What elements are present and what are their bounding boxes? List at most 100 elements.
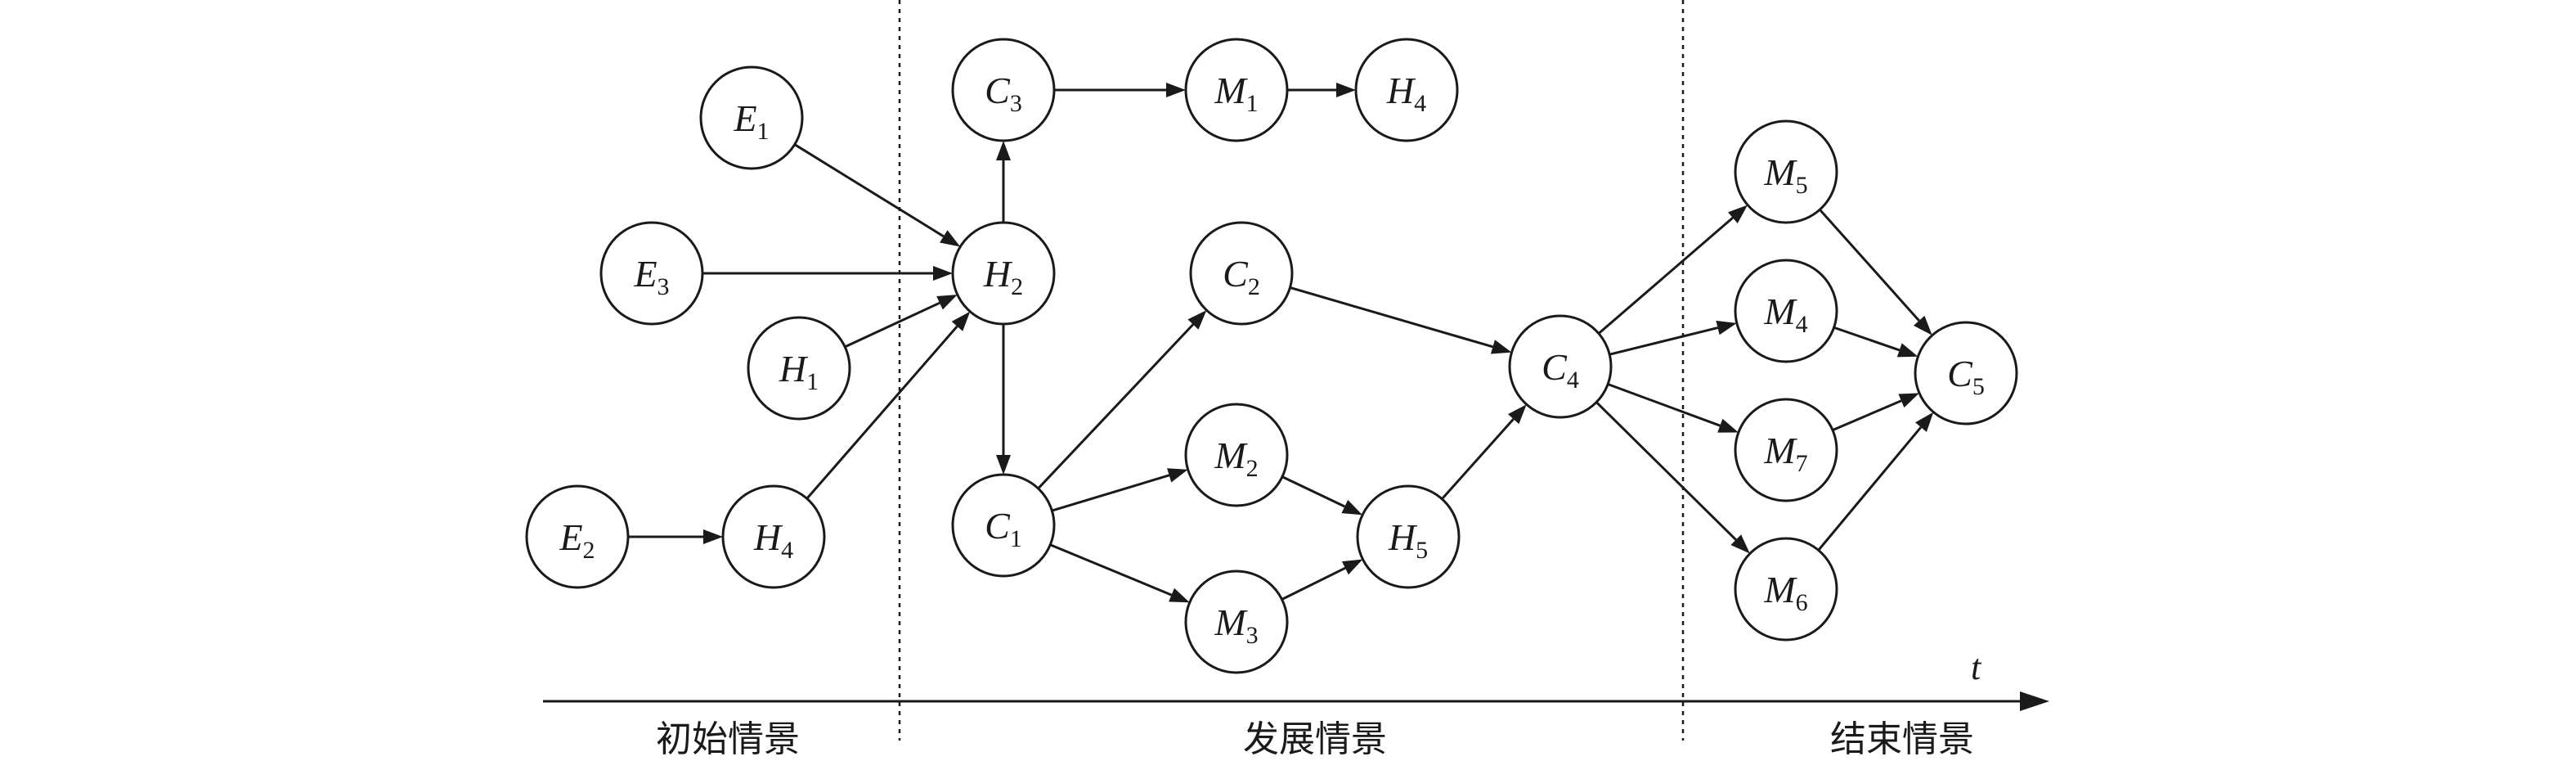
node-H5: H5: [1356, 484, 1461, 589]
svg-text:E3: E3: [633, 253, 669, 300]
edge-C4-M7: [1607, 383, 1739, 433]
edge-H4-H2: [806, 311, 971, 500]
edge-E2-H4: [628, 529, 723, 544]
node-letter: H: [753, 516, 783, 558]
node-M6: M6: [1734, 537, 1838, 642]
edge-M5-C5: [1819, 209, 1932, 335]
svg-text:M6: M6: [1763, 569, 1807, 616]
node-E3: E3: [599, 221, 704, 326]
node-subscript: 1: [1010, 525, 1022, 552]
node-letter: E: [633, 253, 657, 295]
node-M7: M7: [1734, 398, 1838, 502]
node-subscript: 7: [1796, 450, 1808, 477]
phase-label-development: 发展情景: [1243, 718, 1387, 760]
node-H4-initial: H4: [721, 484, 826, 589]
svg-text:M7: M7: [1763, 430, 1807, 477]
node-subscript: 1: [806, 368, 819, 395]
node-M2: M2: [1184, 403, 1289, 507]
svg-text:H4: H4: [1386, 70, 1426, 117]
node-M3: M3: [1184, 570, 1289, 674]
svg-text:M3: M3: [1214, 601, 1258, 649]
node-subscript: 2: [583, 537, 595, 564]
node-subscript: 3: [657, 273, 670, 300]
node-letter: C: [1223, 253, 1249, 295]
node-C4: C4: [1508, 314, 1613, 419]
node-E1: E1: [699, 65, 804, 170]
node-letter: M: [1214, 70, 1248, 111]
node-M1: M1: [1184, 38, 1289, 142]
svg-text:C2: C2: [1223, 253, 1260, 300]
edge-M6-C5: [1817, 412, 1934, 552]
node-subscript: 1: [757, 118, 770, 145]
edge-C4-M5: [1597, 205, 1748, 335]
edge-C1-M2: [1051, 468, 1188, 512]
node-subscript: 4: [1567, 367, 1579, 394]
edge-C3-M1: [1054, 83, 1186, 97]
node-C3: C3: [951, 38, 1056, 142]
svg-text:H5: H5: [1388, 516, 1428, 564]
edge-H5-C4: [1441, 404, 1527, 500]
node-letter: M: [1214, 435, 1248, 476]
edge-M7-C5: [1832, 393, 1919, 432]
node-letter: H: [779, 348, 809, 390]
node-C1: C1: [951, 473, 1056, 578]
svg-text:C1: C1: [985, 505, 1022, 552]
node-C2: C2: [1189, 221, 1294, 326]
edge-C2-C4: [1290, 286, 1512, 354]
node-E2: E2: [525, 484, 630, 589]
edge-M2-H5: [1281, 475, 1363, 516]
node-subscript: 4: [1796, 311, 1808, 338]
svg-text:C4: C4: [1542, 346, 1579, 394]
node-letter: H: [1386, 70, 1416, 111]
svg-text:M1: M1: [1214, 70, 1258, 117]
node-H2: H2: [951, 221, 1056, 326]
node-letter: H: [1388, 516, 1418, 558]
edge-C4-M4: [1609, 320, 1737, 356]
phase-label-end: 结束情景: [1830, 718, 1974, 760]
edge-C1-C2: [1037, 310, 1207, 489]
svg-text:E2: E2: [559, 516, 595, 564]
node-subscript: 4: [1414, 90, 1426, 117]
node-layer: E1 E3 H1 E2 H4 C3 M1 H4: [525, 38, 2018, 674]
node-C5: C5: [1914, 321, 2018, 426]
edge-C1-M3: [1049, 543, 1190, 603]
time-axis-label: t: [1971, 647, 1982, 687]
node-subscript: 5: [1972, 373, 1985, 400]
node-M4: M4: [1734, 259, 1838, 363]
node-subscript: 3: [1010, 90, 1022, 117]
node-subscript: 4: [781, 537, 793, 564]
node-letter: M: [1763, 290, 1797, 332]
node-H1: H1: [747, 316, 851, 421]
node-letter: E: [733, 97, 756, 139]
phase-label-initial: 初始情景: [656, 718, 800, 760]
time-axis-arrowhead: [2020, 691, 2049, 711]
edge-layer: [628, 83, 1934, 603]
node-letter: E: [559, 516, 582, 558]
node-letter: C: [1542, 346, 1568, 388]
node-M5: M5: [1734, 119, 1838, 224]
node-letter: M: [1763, 151, 1797, 193]
svg-text:M2: M2: [1214, 435, 1258, 482]
node-subscript: 5: [1416, 537, 1428, 564]
edge-M4-C5: [1833, 326, 1919, 358]
node-subscript: 2: [1011, 273, 1023, 300]
node-subscript: 6: [1796, 589, 1808, 616]
node-letter: M: [1763, 569, 1797, 610]
svg-text:C3: C3: [985, 70, 1022, 117]
node-subscript: 2: [1246, 455, 1259, 482]
node-subscript: 5: [1796, 172, 1808, 199]
node-letter: M: [1214, 601, 1248, 643]
node-subscript: 3: [1246, 622, 1259, 649]
svg-text:H1: H1: [779, 348, 819, 395]
svg-text:H2: H2: [983, 253, 1023, 300]
edge-H1-H2: [844, 295, 958, 349]
edge-H2-C1: [996, 324, 1011, 475]
node-subscript: 2: [1248, 273, 1260, 300]
node-letter: C: [985, 505, 1011, 547]
svg-text:E1: E1: [733, 97, 769, 145]
edge-E3-H2: [702, 266, 953, 281]
node-letter: M: [1763, 430, 1797, 471]
edge-H2-C3: [996, 141, 1011, 223]
edge-C4-M6: [1595, 401, 1750, 554]
edge-E1-H2: [793, 143, 961, 247]
